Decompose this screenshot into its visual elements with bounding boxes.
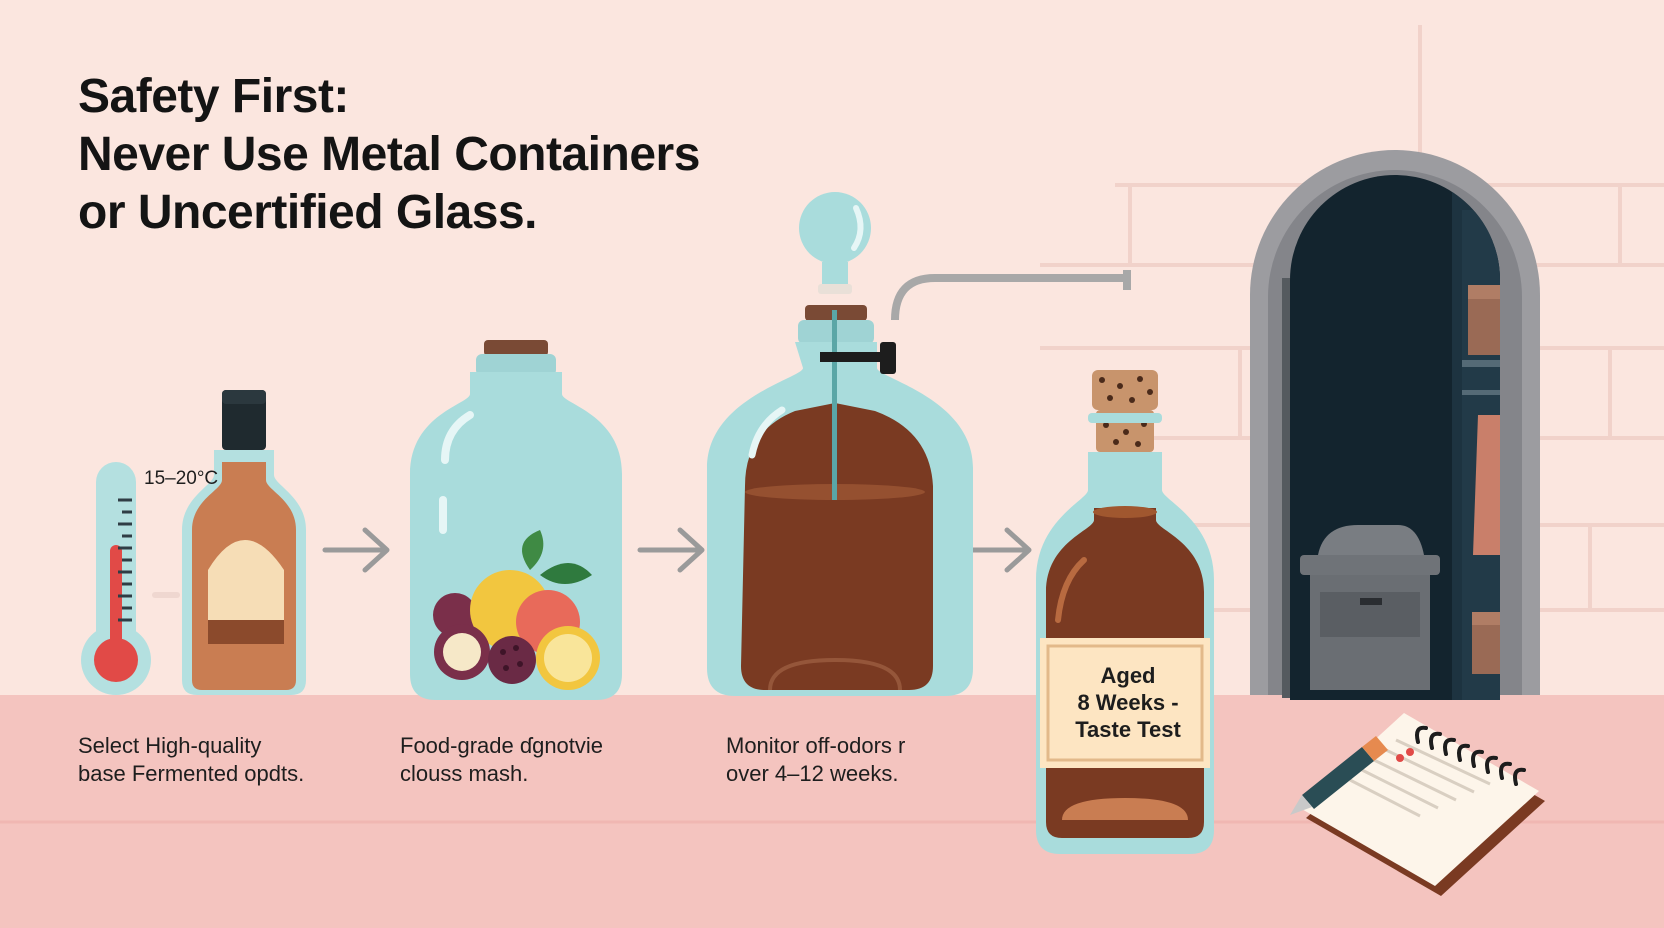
aged-label-line-3: Taste Test bbox=[1075, 717, 1181, 742]
headline-line-2: Never Use Metal Containers bbox=[78, 128, 700, 181]
arrow-right-icon bbox=[964, 527, 1032, 573]
step-2-line-1: Food-grade ɗgnotvie bbox=[400, 733, 604, 758]
pen-icon bbox=[1290, 736, 1388, 815]
temperature-range-label: 15–20°C bbox=[144, 468, 219, 489]
aged-label-line-1: Aged bbox=[1100, 663, 1156, 688]
headline-line-3: or Uncertified Glass. bbox=[78, 186, 537, 239]
step-3-line-1: Monitor off-odors r bbox=[726, 733, 906, 758]
fermenter-jug-icon bbox=[707, 192, 1131, 696]
arrow-right-icon bbox=[322, 527, 390, 573]
fruit-jar-icon bbox=[410, 340, 622, 700]
step-caption-mash: Food-grade ɗgnotvie clouss mash. bbox=[400, 732, 603, 788]
arrow-right-icon bbox=[637, 527, 705, 573]
thermometer-icon bbox=[81, 462, 180, 695]
aged-label-line-2: 8 Weeks - bbox=[1077, 690, 1179, 715]
step-2-line-2: clouss mash. bbox=[400, 761, 529, 786]
safety-headline: Safety First: Never Use Metal Containers… bbox=[78, 68, 700, 242]
cellar-doorway-icon bbox=[1250, 150, 1540, 700]
spirit-bottle-icon bbox=[182, 390, 306, 695]
step-1-line-2: base Fermented opdts. bbox=[78, 761, 305, 786]
step-1-line-1: Select High-quality bbox=[78, 733, 262, 758]
step-caption-monitor: Monitor off-odors r over 4–12 weeks. bbox=[726, 732, 905, 788]
step-3-line-2: over 4–12 weeks. bbox=[726, 761, 899, 786]
step-caption-select-base: Select High-quality base Fermented opdts… bbox=[78, 732, 304, 788]
aged-bottle-icon bbox=[1036, 370, 1214, 854]
aged-bottle-label: Aged 8 Weeks - Taste Test bbox=[1052, 662, 1204, 743]
headline-line-1: Safety First: bbox=[78, 70, 349, 123]
